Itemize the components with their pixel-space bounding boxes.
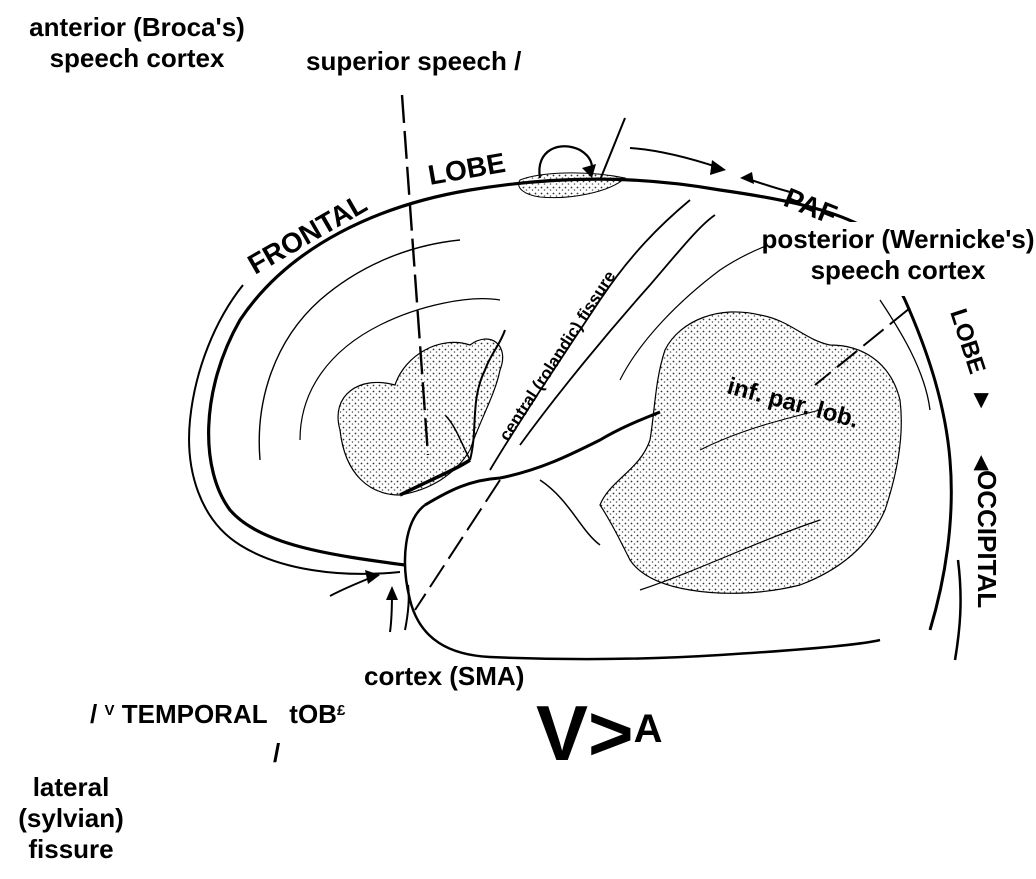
label-superior-speech: superior speech / xyxy=(306,46,521,77)
label-big-v: V> xyxy=(536,689,634,777)
label-anterior-speech: anterior (Broca's) speech cortex xyxy=(8,12,266,74)
label-big-a: A xyxy=(634,707,663,751)
label-lateral-fissure: lateral (sylvian) fissure xyxy=(0,772,142,865)
label-temporal-v: V xyxy=(104,702,114,719)
sketch-lobe-frontal: LOBE xyxy=(426,147,508,191)
sketch-lobe-occipital: LOBE xyxy=(944,306,990,378)
label-posterior-speech: posterior (Wernicke's) speech cortex xyxy=(760,224,1036,286)
label-slash-below: / xyxy=(273,738,280,769)
label-temporal-lobe: / V TEMPORAL tOB£ xyxy=(90,699,345,730)
sketch-arrow-down: ▶ xyxy=(971,393,993,409)
label-anterior-line2: speech cortex xyxy=(8,43,266,74)
label-temporal-word: TEMPORAL xyxy=(122,699,268,729)
label-temporal-slash: / xyxy=(90,699,97,729)
label-temporal-pound: £ xyxy=(337,702,345,719)
label-big-va: V>A xyxy=(536,693,662,773)
wernicke-area xyxy=(600,312,901,593)
label-anterior-line1: anterior (Broca's) xyxy=(8,12,266,43)
sketch-occipital: OCCIPITAL xyxy=(972,470,1002,608)
sketch-arrow-up: ◀ xyxy=(971,455,993,471)
label-lateral-line1: lateral xyxy=(0,772,142,803)
label-lateral-line3: fissure xyxy=(0,834,142,865)
label-lateral-line2: (sylvian) xyxy=(0,803,142,834)
label-temporal-tob: tOB xyxy=(289,699,337,729)
superior-speech-area xyxy=(519,173,625,198)
label-posterior-line2: speech cortex xyxy=(760,255,1036,286)
superior-pointer-line xyxy=(600,118,625,180)
sketch-frontal: FRONTAL xyxy=(243,188,373,281)
sma-pointer-line xyxy=(415,480,500,610)
label-posterior-line1: posterior (Wernicke's) xyxy=(760,224,1036,255)
sketch-central-fissure: central (rolandic) fissure xyxy=(495,267,619,444)
label-sma: cortex (SMA) xyxy=(364,661,524,692)
